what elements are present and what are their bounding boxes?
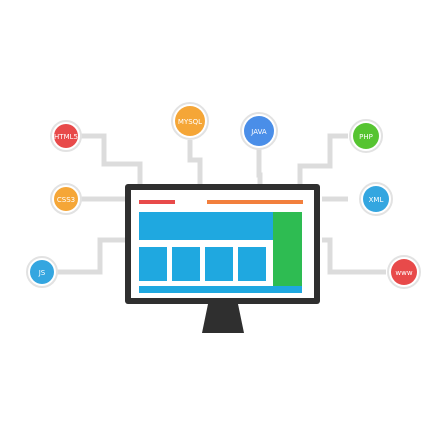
html5-label: HTML5 (54, 133, 78, 141)
js-circle (30, 260, 54, 284)
content-box-1 (139, 247, 167, 281)
css3-circle (54, 187, 78, 211)
mysql-node: MYSQL (171, 102, 209, 140)
php-node: PHP (349, 119, 383, 153)
footer-bar (139, 286, 302, 293)
connector-js (56, 237, 130, 275)
connector-mysql (187, 140, 203, 190)
www-circle (391, 259, 417, 285)
connector-html5 (80, 133, 143, 190)
html5-node: HTML5 (50, 120, 82, 152)
xml-node: XML (359, 182, 393, 216)
js-node: JS (26, 256, 58, 288)
content-box-3 (205, 247, 233, 281)
monitor-stand (202, 304, 244, 333)
content-box-4 (238, 247, 266, 281)
java-circle (244, 116, 274, 146)
html5-circle (54, 124, 78, 148)
xml-label: XML (369, 196, 384, 204)
mysql-circle (175, 106, 205, 136)
content-box-2 (172, 247, 200, 281)
mysql-label: MYSQL (178, 118, 202, 126)
php-circle (353, 123, 379, 149)
css3-label: CSS3 (57, 196, 75, 204)
header-bar-orange (207, 200, 303, 204)
connector-java (256, 149, 263, 190)
java-label: JAVA (250, 128, 267, 136)
sidebar-panel (273, 212, 302, 286)
java-node: JAVA (240, 112, 278, 150)
php-label: PHP (359, 133, 373, 141)
header-bar-red (139, 200, 175, 204)
www-label: www (395, 269, 412, 277)
connector-www (322, 237, 386, 275)
connector-lines (56, 133, 386, 275)
www-node: www (387, 255, 421, 289)
connector-php (297, 133, 348, 190)
xml-circle (363, 186, 389, 212)
technology-nodes: HTML5 CSS3 JS MYSQL JAVA (26, 102, 421, 289)
monitor (125, 184, 320, 333)
css3-node: CSS3 (50, 183, 82, 215)
js-label: JS (38, 269, 46, 277)
